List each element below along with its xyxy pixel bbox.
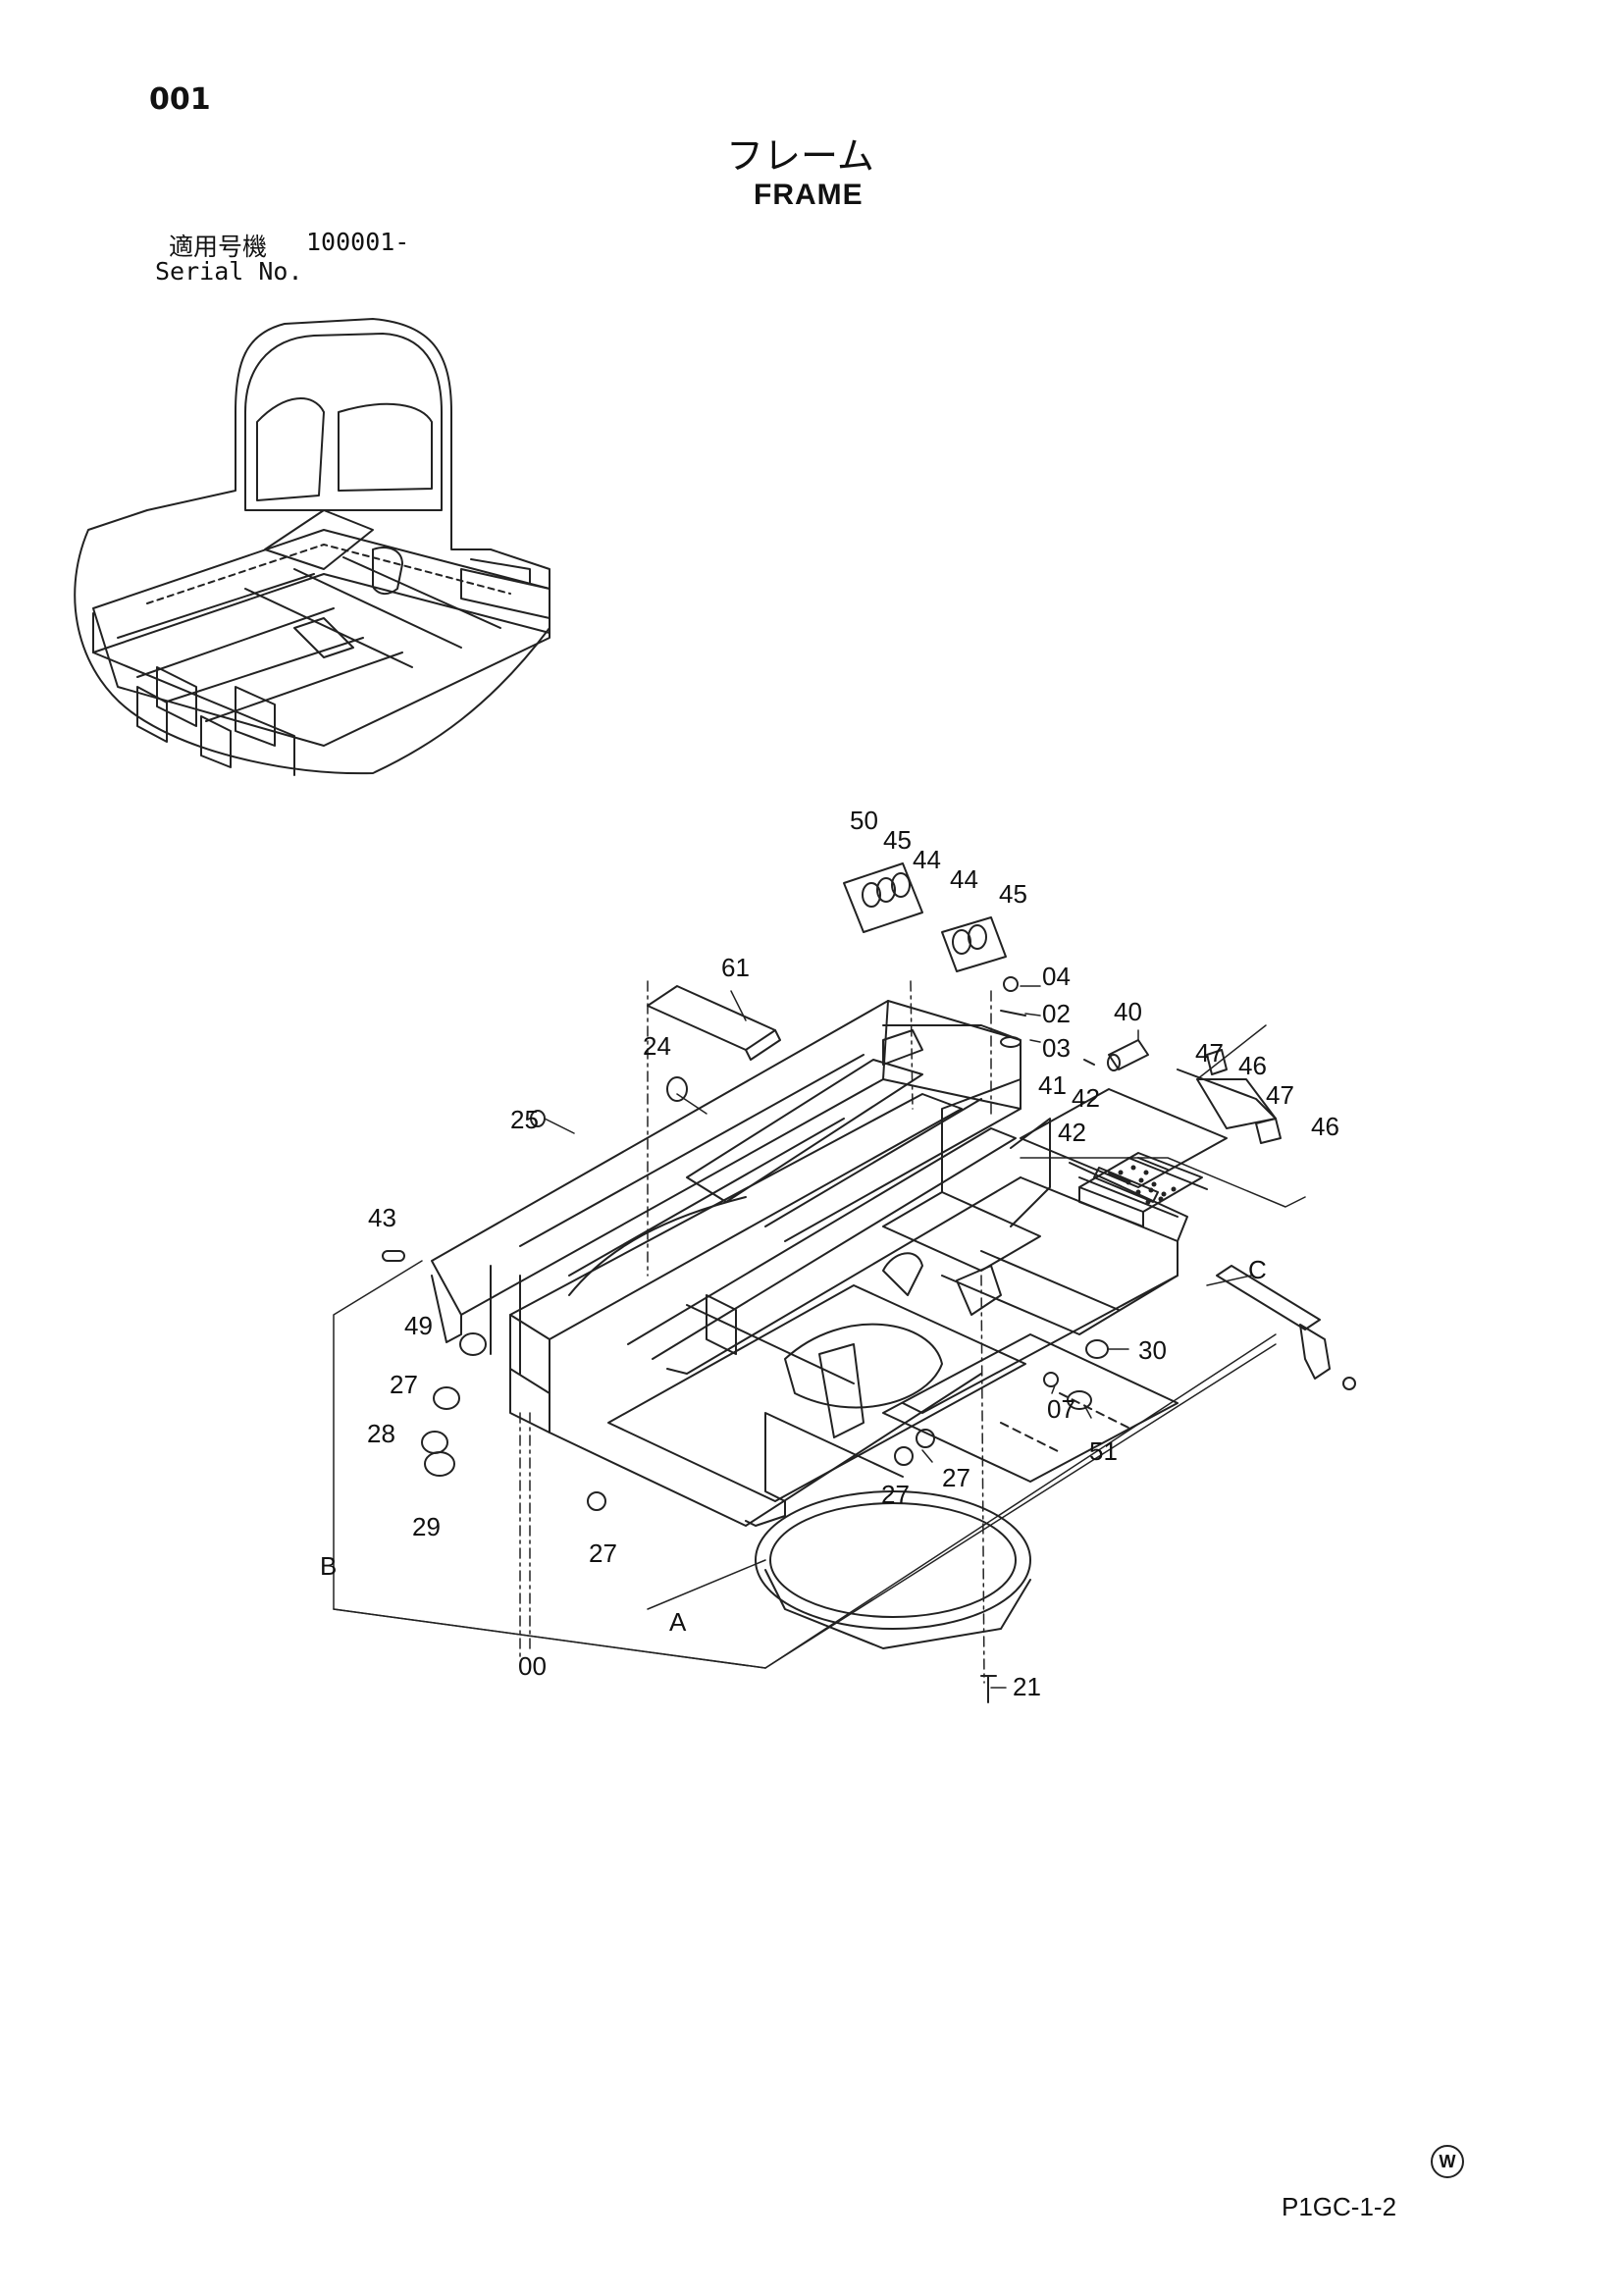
callout-42: 42 — [1058, 1118, 1086, 1147]
callout-03: 03 — [1042, 1033, 1071, 1063]
step-plate — [1078, 1152, 1203, 1227]
callout-42: 42 — [1072, 1083, 1100, 1113]
swing-bearing-ring — [755, 1490, 1031, 1649]
callout-07: 07 — [1047, 1394, 1075, 1424]
callout-02: 02 — [1042, 999, 1071, 1028]
callout-41: 41 — [1038, 1070, 1067, 1100]
callout-61: 61 — [721, 953, 750, 982]
callout-25: 25 — [510, 1105, 539, 1134]
callout-47: 47 — [1266, 1080, 1294, 1110]
callout-40: 40 — [1114, 997, 1142, 1026]
reference-b: B — [320, 1551, 337, 1581]
callout-43: 43 — [368, 1203, 396, 1232]
leader-lines — [333, 980, 1306, 1689]
machine-overview-illustration — [74, 318, 550, 776]
cover-plate-61 — [647, 985, 781, 1061]
page-title-english: FRAME — [754, 179, 864, 211]
callout-27: 27 — [881, 1480, 910, 1509]
shims-and-plates — [843, 862, 1282, 1144]
serial-number-value: 100001- — [306, 228, 410, 256]
callout-27: 27 — [942, 1463, 970, 1492]
bushings — [382, 1076, 1109, 1703]
callout-51: 51 — [1089, 1436, 1118, 1466]
callout-46: 46 — [1238, 1051, 1267, 1080]
callout-30: 30 — [1138, 1335, 1167, 1365]
serial-label-japanese: 適用号機 — [169, 233, 268, 261]
part-callouts: 50 45 44 44 45 61 04 02 03 40 41 42 42 4… — [320, 806, 1339, 1701]
callout-24: 24 — [643, 1031, 671, 1061]
callout-45: 45 — [883, 825, 912, 855]
callout-00: 00 — [518, 1651, 547, 1681]
reference-c: C — [1248, 1255, 1267, 1284]
serial-label-english: Serial No. — [155, 257, 303, 286]
pin-40-assembly — [1000, 976, 1149, 1071]
drawing-reference-code: P1GC-1-2 — [1282, 2192, 1397, 2221]
page-number: 001 — [149, 82, 211, 117]
callout-44: 44 — [950, 864, 978, 894]
callout-46: 46 — [1311, 1112, 1339, 1141]
callout-04: 04 — [1042, 962, 1071, 991]
callout-27: 27 — [390, 1370, 418, 1399]
callout-44: 44 — [913, 845, 941, 874]
callout-49: 49 — [404, 1311, 433, 1340]
reference-a: A — [669, 1607, 687, 1637]
callout-50: 50 — [850, 806, 878, 835]
pin-c-assembly — [1216, 1265, 1356, 1390]
callout-47: 47 — [1195, 1038, 1224, 1068]
callout-27: 27 — [589, 1539, 617, 1568]
w-mark-icon: W — [1431, 2145, 1464, 2178]
callout-45: 45 — [999, 879, 1027, 909]
callout-29: 29 — [412, 1512, 441, 1541]
callout-21: 21 — [1013, 1672, 1041, 1701]
page-title-japanese: フレーム — [726, 134, 874, 178]
callout-28: 28 — [367, 1419, 395, 1448]
main-frame-assembly — [431, 1000, 1228, 1527]
